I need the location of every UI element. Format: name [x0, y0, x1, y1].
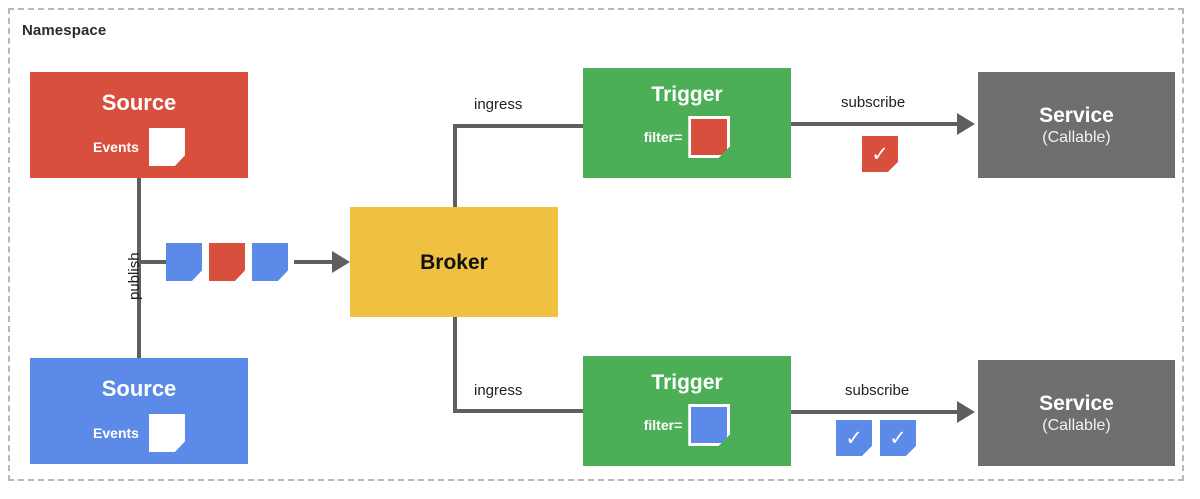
trigger-top-filter-row: filter= — [644, 116, 731, 158]
event-badge-icon — [148, 128, 185, 166]
event-badge-icon — [166, 243, 202, 281]
publish-trunk-line — [137, 178, 141, 360]
publish-to-broker-line — [294, 260, 340, 264]
trigger-bottom-filter-row: filter= — [644, 404, 731, 446]
source-red-events-label: Events — [93, 139, 139, 155]
ingress-top-vertical-line — [453, 124, 457, 209]
service-top-title: Service — [1039, 103, 1114, 127]
trigger-bottom-title: Trigger — [651, 371, 723, 394]
broker-title: Broker — [420, 250, 488, 274]
subscribe-top-arrowhead — [957, 113, 975, 135]
publish-label: publish — [126, 252, 143, 300]
source-red-title: Source — [101, 90, 177, 115]
trigger-node-top[interactable]: Trigger filter= — [583, 68, 791, 178]
trigger-bottom-filter-label: filter= — [643, 417, 683, 433]
delivered-events-bottom: ✓ ✓ — [836, 420, 916, 456]
subscribe-bottom-label: subscribe — [845, 382, 910, 399]
source-blue-events-label: Events — [93, 425, 139, 441]
delivered-events-top: ✓ — [862, 136, 898, 172]
service-node-top[interactable]: Service (Callable) — [978, 72, 1175, 178]
service-bottom-title: Service — [1039, 391, 1114, 415]
filter-badge-icon — [688, 116, 731, 158]
source-blue-title: Source — [101, 376, 177, 401]
ingress-bottom-vertical-line — [453, 315, 457, 413]
namespace-label: Namespace — [22, 22, 107, 39]
source-node-red[interactable]: Source Events — [30, 72, 248, 178]
service-node-bottom[interactable]: Service (Callable) — [978, 360, 1175, 466]
service-top-subtitle: (Callable) — [1042, 128, 1111, 146]
ingress-bottom-horizontal-line — [453, 409, 585, 413]
event-badge-icon — [148, 414, 185, 452]
trigger-node-bottom[interactable]: Trigger filter= — [583, 356, 791, 466]
event-check-badge-icon: ✓ — [836, 420, 872, 456]
publish-arrowhead — [332, 251, 350, 273]
ingress-top-horizontal-line — [453, 124, 585, 128]
publish-connector-line — [137, 260, 171, 264]
event-badge-icon — [252, 243, 288, 281]
trigger-top-filter-label: filter= — [643, 129, 683, 145]
subscribe-top-line — [791, 122, 963, 126]
ingress-bottom-label: ingress — [474, 382, 523, 399]
subscribe-bottom-arrowhead — [957, 401, 975, 423]
filter-badge-icon — [688, 404, 731, 446]
event-stream — [166, 243, 288, 281]
event-badge-icon — [209, 243, 245, 281]
broker-node[interactable]: Broker — [350, 207, 558, 317]
subscribe-bottom-line — [791, 410, 963, 414]
source-red-events-row: Events — [93, 128, 185, 166]
ingress-top-label: ingress — [474, 96, 523, 113]
subscribe-top-label: subscribe — [841, 94, 906, 111]
source-blue-events-row: Events — [93, 414, 185, 452]
service-bottom-subtitle: (Callable) — [1042, 416, 1111, 434]
trigger-top-title: Trigger — [651, 83, 723, 106]
namespace-boundary — [8, 8, 1184, 481]
event-check-badge-icon: ✓ — [880, 420, 916, 456]
source-node-blue[interactable]: Source Events — [30, 358, 248, 464]
event-check-badge-icon: ✓ — [862, 136, 898, 172]
